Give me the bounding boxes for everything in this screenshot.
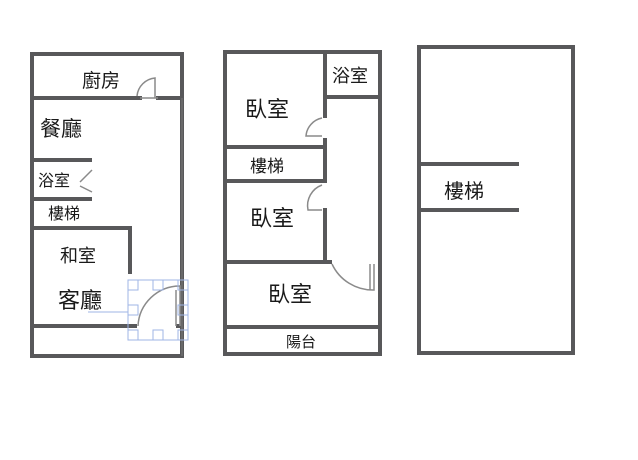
room-label-stairs: 樓梯 xyxy=(444,179,484,203)
floor-2-plan: 臥室 浴室 樓梯 臥室 臥室 陽台 xyxy=(223,50,382,356)
floor-2-walls xyxy=(223,50,382,356)
floor-3-plan: 樓梯 xyxy=(417,45,575,355)
selection-handles[interactable] xyxy=(88,279,189,341)
room-label-bath: 浴室 xyxy=(38,171,70,190)
floor-3-walls xyxy=(417,45,575,355)
room-label-kitchen: 廚房 xyxy=(82,69,120,92)
room-label-dining: 餐廳 xyxy=(40,117,82,141)
floor-2-doors xyxy=(305,117,375,291)
room-label-bath: 浴室 xyxy=(332,66,368,87)
room-label-stairs: 樓梯 xyxy=(48,204,80,223)
room-label-tatami: 和室 xyxy=(60,246,96,267)
floor-1-plan: 廚房 餐廳 浴室 樓梯 和室 客廳 xyxy=(30,52,189,358)
room-label-stairs: 樓梯 xyxy=(250,157,284,177)
floor-1-doors xyxy=(79,77,181,327)
room-label-bedroom-1: 臥室 xyxy=(245,98,289,123)
room-label-balcony: 陽台 xyxy=(286,333,316,351)
room-label-bedroom-3: 臥室 xyxy=(268,283,312,308)
room-label-living: 客廳 xyxy=(58,289,102,314)
floor-1-walls xyxy=(30,52,184,358)
room-label-bedroom-2: 臥室 xyxy=(250,207,294,232)
